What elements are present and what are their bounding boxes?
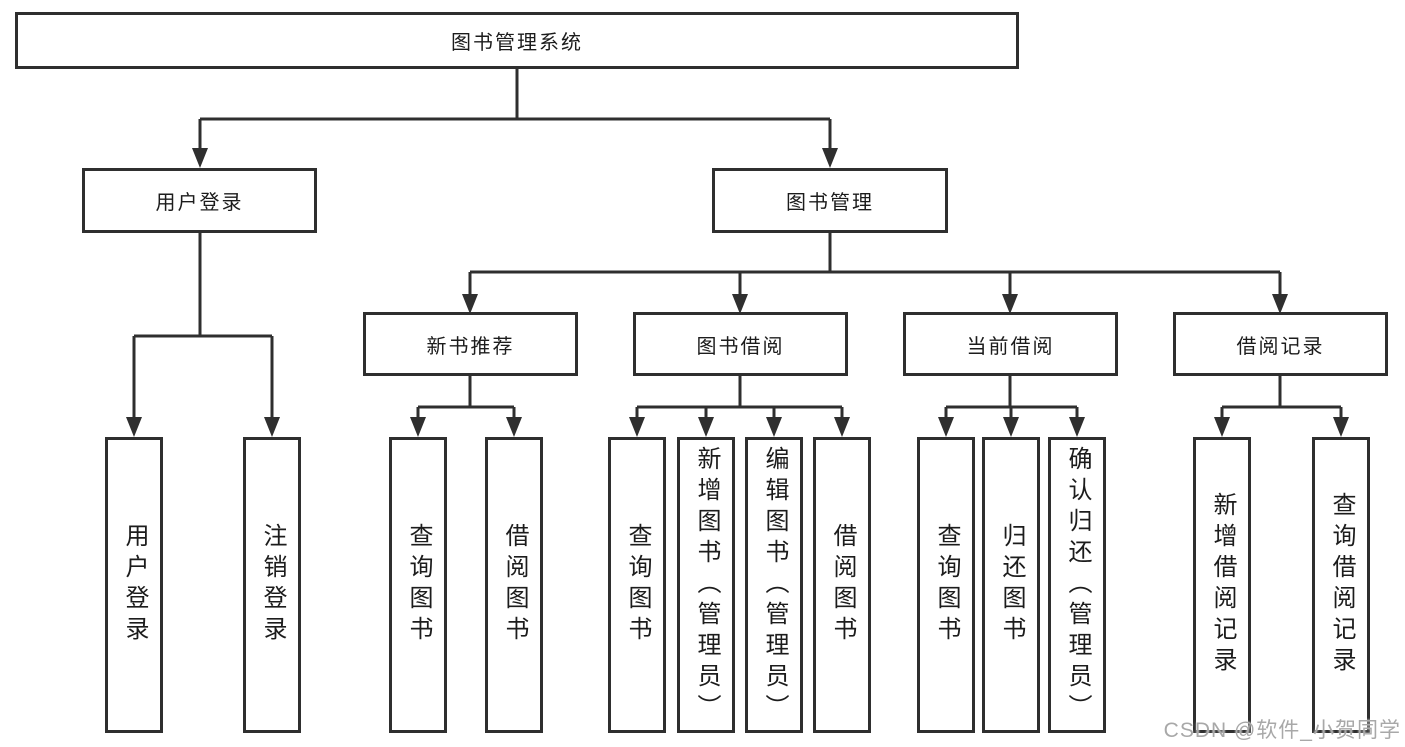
node-user-login: 用户登录 — [82, 168, 317, 233]
leaf-label: 确认归还（管理员） — [1064, 445, 1091, 725]
leaf-label: 用户登录 — [121, 523, 148, 647]
leaf-recommend-query-books: 查询图书 — [389, 437, 447, 733]
leaf-label: 归还图书 — [998, 523, 1025, 647]
node-book-management: 图书管理 — [712, 168, 948, 233]
leaf-label: 查询图书 — [624, 523, 651, 647]
leaf-current-query-books: 查询图书 — [917, 437, 975, 733]
leaf-record-add-borrow-record: 新增借阅记录 — [1193, 437, 1251, 733]
leaf-logout: 注销登录 — [243, 437, 301, 733]
node-library-management-system: 图书管理系统 — [15, 12, 1019, 69]
node-label: 新书推荐 — [426, 335, 515, 358]
leaf-label: 查询图书 — [405, 523, 432, 647]
leaf-borrow-query-books: 查询图书 — [608, 437, 666, 733]
leaf-borrow-add-books-admin: 新增图书（管理员） — [677, 437, 735, 733]
leaf-recommend-borrow-books: 借阅图书 — [485, 437, 543, 733]
leaf-label: 查询借阅记录 — [1328, 492, 1355, 678]
leaf-borrow-borrow-books: 借阅图书 — [813, 437, 871, 733]
node-current-borrowing: 当前借阅 — [903, 312, 1118, 376]
node-new-book-recommendation: 新书推荐 — [363, 312, 578, 376]
leaf-label: 新增图书（管理员） — [693, 445, 720, 725]
node-label: 借阅记录 — [1236, 335, 1325, 358]
leaf-current-return-books: 归还图书 — [982, 437, 1040, 733]
node-borrowing-records: 借阅记录 — [1173, 312, 1388, 376]
node-label: 图书管理系统 — [451, 32, 583, 54]
leaf-label: 查询图书 — [933, 523, 960, 647]
leaf-label: 新增借阅记录 — [1209, 492, 1236, 678]
leaf-borrow-edit-books-admin: 编辑图书（管理员） — [745, 437, 803, 733]
node-label: 图书借阅 — [696, 335, 785, 358]
leaf-record-query-borrow-record: 查询借阅记录 — [1312, 437, 1370, 733]
node-book-borrowing: 图书借阅 — [633, 312, 848, 376]
leaf-label: 编辑图书（管理员） — [761, 445, 788, 725]
leaf-label: 注销登录 — [259, 523, 286, 647]
leaf-label: 借阅图书 — [829, 523, 856, 647]
node-label: 当前借阅 — [966, 335, 1055, 358]
node-label: 图书管理 — [786, 192, 874, 214]
leaf-label: 借阅图书 — [501, 523, 528, 647]
leaf-user-login: 用户登录 — [105, 437, 163, 733]
node-label: 用户登录 — [155, 192, 244, 214]
leaf-current-confirm-return-admin: 确认归还（管理员） — [1048, 437, 1106, 733]
csdn-watermark: CSDN @软件_小贺同学 — [1163, 719, 1401, 742]
